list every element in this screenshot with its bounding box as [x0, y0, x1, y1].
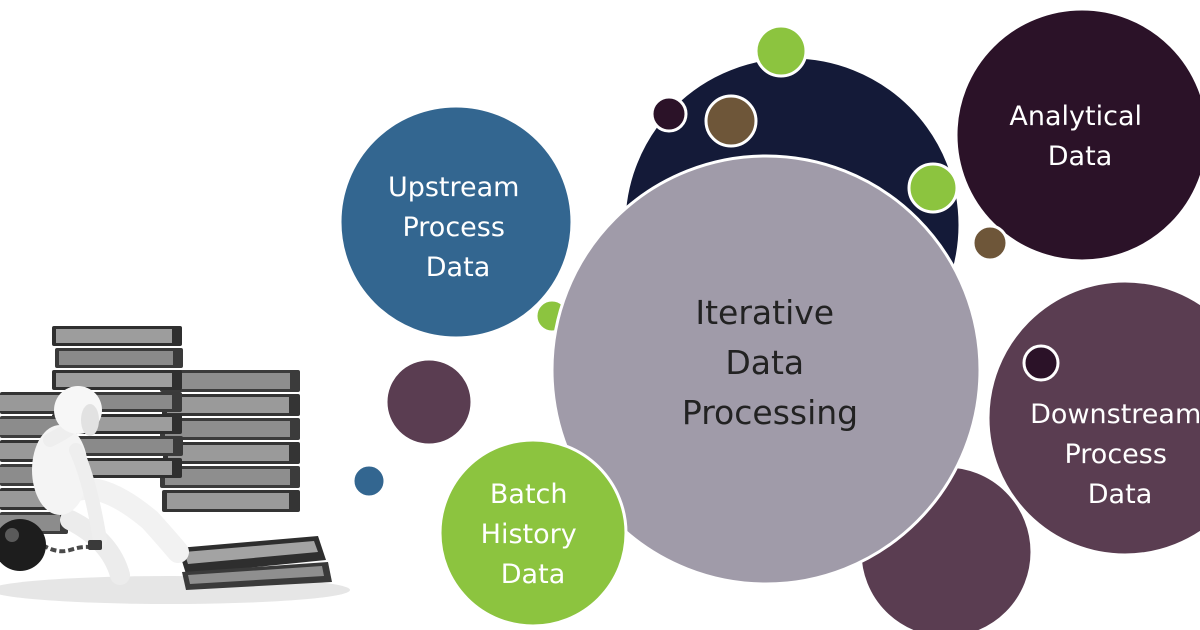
small-eggplant-dot [650, 95, 688, 133]
iterative-data-processing-bubble [550, 154, 982, 586]
small-mauve-bubble [384, 357, 474, 447]
batch-history-data-bubble [438, 438, 628, 628]
batch-label: Batch History Data [481, 479, 586, 590]
upstream-process-data-bubble [338, 104, 574, 340]
center-label: Iterative Data Processing [682, 293, 858, 432]
analytical-data-bubble [954, 7, 1200, 263]
stressed-person-with-binders-icon [0, 326, 350, 604]
small-blue-dot [351, 463, 387, 499]
small-ringed-dot [1022, 344, 1060, 382]
upstream-label: Upstream Process Data [388, 172, 528, 283]
analytical-label: Analytical Data [1009, 101, 1150, 172]
small-brown-dot-right [971, 224, 1009, 262]
small-lime-dot-right [907, 162, 959, 214]
small-brown-dot [704, 94, 758, 148]
small-lime-dot-top [754, 24, 808, 78]
downstream-label: Downstream Process Data [1030, 399, 1200, 510]
